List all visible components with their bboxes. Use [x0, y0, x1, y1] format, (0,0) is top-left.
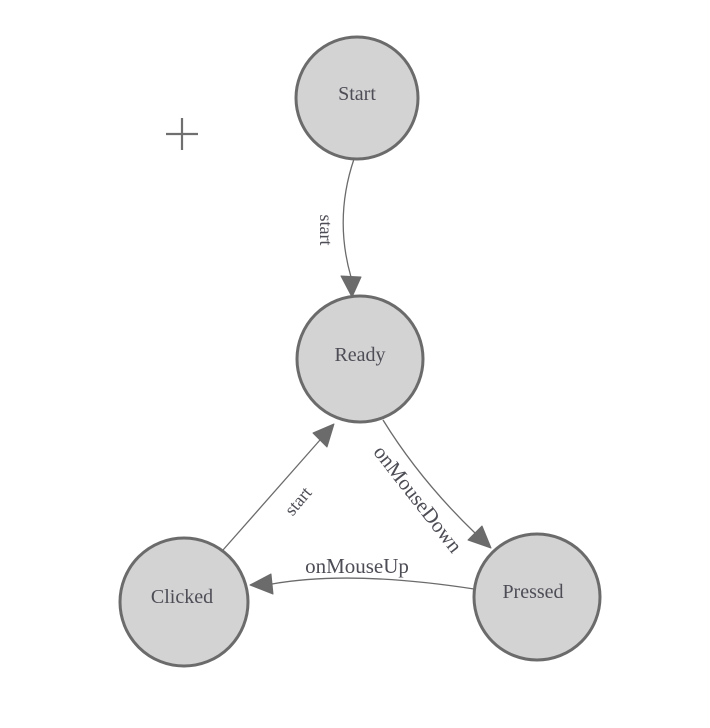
node-start[interactable]: Start [294, 35, 420, 161]
node-ready[interactable]: Ready [295, 294, 425, 424]
node-start-circle[interactable] [294, 35, 420, 161]
arrowhead-into-pressed [467, 525, 492, 549]
node-start-label: Start [338, 83, 376, 105]
edge-pressed-to-clicked-label[interactable]: onMouseUp [305, 554, 409, 578]
crosshair-plus-icon [166, 118, 198, 150]
edge-ready-to-pressed[interactable]: onMouseDown [369, 419, 492, 558]
edge-clicked-to-ready[interactable]: start [222, 423, 335, 551]
edge-clicked-to-ready-label[interactable]: start [280, 483, 315, 520]
edge-start-to-ready-label[interactable]: start [316, 215, 336, 246]
edge-ready-to-pressed-label[interactable]: onMouseDown [369, 441, 468, 558]
edge-pressed-to-clicked[interactable]: onMouseUp [249, 554, 475, 595]
arrowhead-into-clicked [249, 573, 274, 595]
node-clicked-label: Clicked [151, 586, 213, 608]
node-pressed[interactable]: Pressed [472, 532, 602, 662]
edge-pressed-to-clicked-path[interactable] [271, 577, 475, 590]
edge-clicked-to-ready-path[interactable] [222, 439, 321, 551]
node-ready-circle[interactable] [295, 294, 425, 424]
node-clicked-circle[interactable] [118, 536, 250, 668]
edge-ready-to-pressed-path[interactable] [382, 419, 476, 534]
node-ready-label: Ready [334, 344, 385, 366]
node-pressed-circle[interactable] [472, 532, 602, 662]
arrowhead-into-ready-bottom [312, 423, 335, 448]
edge-start-to-ready-path[interactable] [342, 158, 355, 278]
node-clicked[interactable]: Clicked [118, 536, 250, 668]
arrowhead-into-ready-top [340, 275, 362, 298]
node-pressed-label: Pressed [502, 581, 563, 603]
edge-start-to-ready[interactable]: start [316, 158, 362, 298]
